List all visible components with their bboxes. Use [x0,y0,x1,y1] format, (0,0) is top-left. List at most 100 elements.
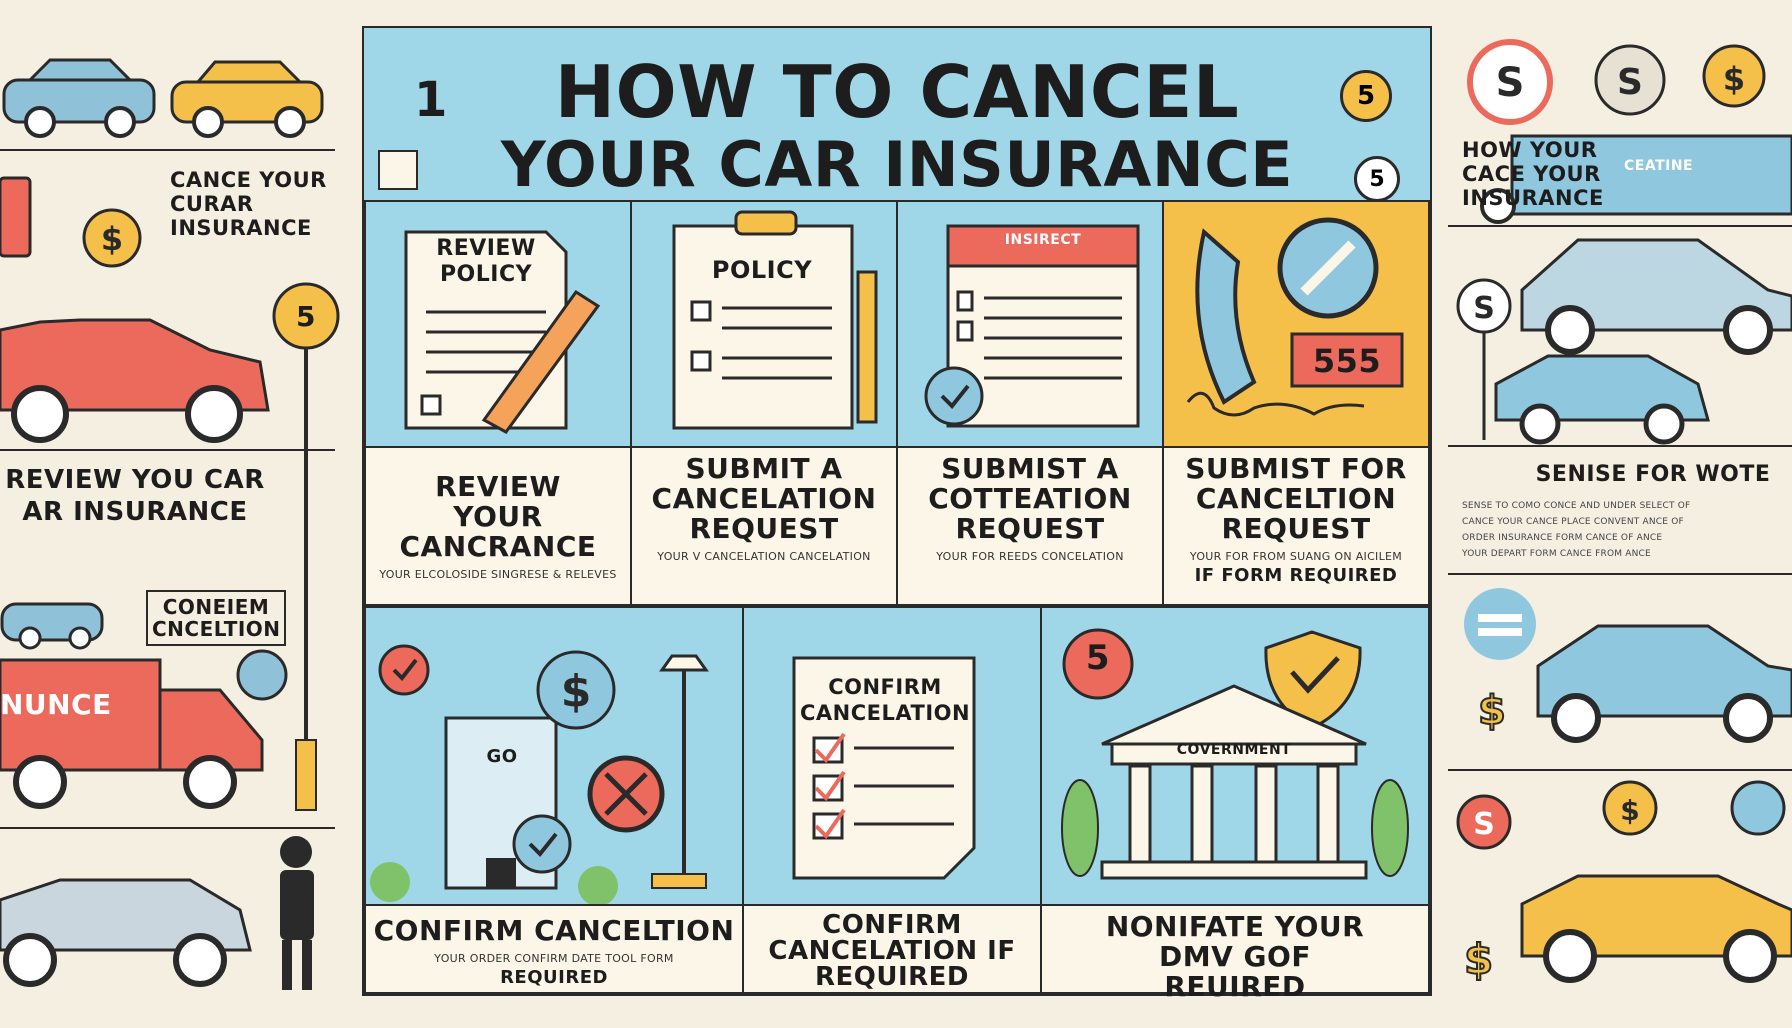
title-number: 1 [414,72,448,128]
title-block: 1 HOW TO CANCEL YOUR CAR INSURANCE 5 5 [364,28,1430,202]
right-description: SENSE TO COMO CONCE AND UNDER SELECT OF … [1462,498,1788,562]
svg-text:S: S [1473,807,1495,842]
step-title: SUBMIST A COTTEATION REQUEST [928,452,1132,545]
step-title: REVIEW YOUR CANCRANCE [399,470,597,563]
step-title: SUBMIST FOR CANCELTION REQUEST [1185,452,1407,545]
person-icon [280,836,314,990]
main-infographic-panel: 1 HOW TO CANCEL YOUR CAR INSURANCE 5 5 R… [362,26,1432,1002]
step-description: YOUR FOR FROM SUANG ON AICILEM [1189,550,1403,563]
clipboard-policy-icon [672,210,878,430]
step-description: YOUR V CANCELATION CANCELATION [657,550,871,563]
step-description: YOUR ELCOLOSIDE SINGRESE & RELEVES [379,568,617,581]
art-label: COVERNMENT [1176,742,1292,758]
svg-text:S: S [1617,62,1643,103]
title-badge-five-small: 5 [1354,156,1400,202]
car-icon [1494,354,1710,445]
svg-text:S: S [1496,60,1525,106]
truck-label: CEATINE [1624,158,1694,174]
truck-label: NUNCE [0,688,112,721]
step-card-review: REVIEW POLICY REVIEW YOUR CANCRANCE YOUR… [364,200,632,606]
step-required: REQUIRED [500,967,608,988]
car-icon [0,602,104,650]
left-illustrations: $ [0,58,340,990]
coin-icon [1730,780,1786,836]
step-caption: SUBMIST A COTTEATION REQUEST YOUR FOR RE… [898,446,1162,604]
dollar-icon: $ [1464,935,1493,984]
art-label: GO [486,746,518,767]
step-caption: CONFIRM CANCELTION YOUR ORDER CONFIRM DA… [366,904,742,992]
office-building-icon: $ [370,644,709,904]
phone-icon [0,176,32,258]
step-title: CONFIRM CANCELATION IF REQUIRED [768,910,1016,992]
art-label: INSIRECT [1004,232,1082,248]
car-icon [1520,238,1792,355]
page-title-line1: HOW TO CANCEL [554,50,1240,134]
seal-icon [378,150,418,190]
right-label-senise: SENISE FOR WOTE [1535,462,1771,487]
step-caption: NONIFATE YOUR DMV GOF REUIRED [1042,904,1428,1002]
truck-icon [0,658,264,809]
svg-text:$: $ [1620,794,1639,827]
art-label-badge: 5 [1085,638,1111,678]
title-badge-five: 5 [1340,70,1392,122]
svg-text:$: $ [1723,60,1745,98]
truck-icon [1480,134,1792,224]
right-decoration-column: S S $ S [1448,0,1792,1024]
step-card-request: INSIRECT SUBMIST A COTTEATION REQUEST YO… [896,200,1164,606]
right-illustrations: S S $ S [1448,39,1792,985]
dollar-coin-icon: $ [1702,44,1766,108]
document-pencil-icon [404,230,601,434]
car-icon [0,878,252,987]
step-card-call: 555 SUBMIST FOR CANCELTION REQUEST YOUR … [1162,200,1430,606]
dollar-icon: $ [1478,688,1506,734]
equals-badge-icon [1464,588,1536,660]
five-sign-icon [272,282,340,811]
car-icon [1536,624,1792,743]
step-description: YOUR ORDER CONFIRM DATE TOOL FORM [434,952,674,965]
phone-cancel-icon [1186,217,1404,417]
step-caption: CONFIRM CANCELATION IF REQUIRED [744,904,1040,992]
page-title-line2: YOUR CAR INSURANCE [500,128,1294,201]
checklist-icon [924,224,1140,428]
svg-text:$: $ [101,220,123,258]
step-required: IF FORM REQUIRED [1194,565,1398,586]
art-label: REVIEW POLICY [436,236,536,287]
left-badge-five: 5 [296,300,316,333]
description-line: CANCE YOUR CANCE PLACE CONVENT ANCE OF [1462,517,1684,527]
left-decoration-column: $ [0,0,340,1024]
left-label-confirm: CONEIEM CNCELTION [146,590,286,646]
description-line: ORDER INSURANCE FORM CANCE OF ANCE [1462,533,1663,543]
step-caption: SUBMIST FOR CANCELTION REQUEST YOUR FOR … [1164,446,1428,604]
art-label: CONFIRM CANCELATION [800,675,971,725]
dollar-sign-post-icon: S [1456,278,1512,440]
government-building-icon [1061,628,1409,880]
step-title: NONIFATE YOUR DMV GOF REUIRED [1105,910,1365,1003]
step-card-submit: POLICY SUBMIT A CANCELATION REQUEST YOUR… [630,200,898,606]
step-title: CONFIRM CANCELTION [373,914,735,947]
dollar-coin-icon: $ [82,208,142,268]
clock-icon [236,649,288,701]
car-icon [170,60,324,138]
step-caption: REVIEW YOUR CANCRANCE YOUR ELCOLOSIDE SI… [366,446,630,604]
dollar-badge-icon: S [1456,794,1512,850]
art-label: POLICY [711,256,813,284]
right-label-how: HOW YOUR CACE YOUR INSURANCE [1462,138,1604,210]
step-card-confirm: $ GO CONFIRM CANCELTION YOUR ORDER CONFI… [364,606,744,994]
step-caption: SUBMIT A CANCELATION REQUEST YOUR V CANC… [632,446,896,604]
car-icon [2,58,156,138]
dollar-badge-icon: S [1467,39,1553,125]
dollar-coin-icon: S [1594,44,1666,116]
description-line: YOUR DEPART FORM CANCE FROM ANCE [1462,549,1651,559]
art-label: 555 [1312,342,1382,380]
car-icon [0,318,270,443]
car-icon [1520,874,1792,983]
svg-text:S: S [1473,291,1495,326]
svg-text:$: $ [561,666,592,717]
step-title: SUBMIT A CANCELATION REQUEST [651,452,877,545]
step-card-confirm-cancelation: CONFIRM CANCELATION CONFIRM CANCELATION … [742,606,1042,994]
description-line: SENSE TO COMO CONCE AND UNDER SELECT OF [1462,501,1691,511]
left-label-review: REVIEW YOU CAR AR INSURANCE [5,465,265,527]
checklist-document-icon [792,656,976,880]
step-card-notify-dmv: 5 COVERNMENT NONIFATE YOUR DMV GOF REUIR… [1040,606,1430,1002]
dollar-coin-icon: $ [1602,780,1658,836]
